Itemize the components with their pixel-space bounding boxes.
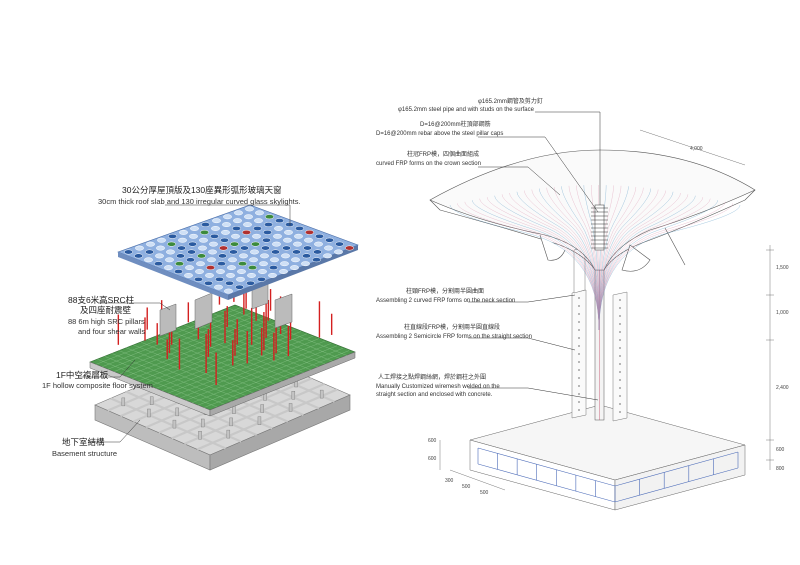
pipe-label-en: φ165.2mm steel pipe and with studs on th… — [398, 107, 534, 113]
left-leader-lines — [78, 204, 291, 443]
neck-label-en: Assembling 2 curved FRP forms on the nec… — [376, 298, 516, 304]
roof-label-zh: 30公分厚屋頂版及130座異形弧形玻璃天窗 — [122, 185, 282, 195]
dim-3: 2,400 — [776, 385, 789, 391]
dim-b5: 500 — [480, 490, 489, 496]
dim-4: 600 — [776, 447, 785, 453]
basement-label-en: Basement structure — [52, 449, 118, 458]
right-leader-lines — [468, 111, 601, 401]
pipe-label-zh: φ165.2mm鋼管及剪力釘 — [478, 99, 543, 105]
rebar-label-en: D=16@200mm rebar above the steel pillar … — [376, 131, 504, 137]
dim-b2: 600 — [428, 456, 437, 462]
roof-slab — [117, 204, 359, 300]
pillars-label-zh-2: 及四座耐震壁 — [80, 305, 132, 315]
straight-label-zh: 柱直線段FRP模，分割兩半圓直線段 — [404, 325, 501, 331]
floor-label-zh: 1F中空複層板 — [56, 370, 109, 380]
column-crown — [429, 149, 756, 272]
mesh-label-en-2: straight section and enclosed with concr… — [376, 392, 493, 398]
dimension-lines — [439, 129, 774, 491]
crown-label-zh: 柱冠FRP模，四個曲面組成 — [407, 152, 480, 158]
pillars-label-en-2: and four shear walls — [78, 327, 146, 336]
mesh-label-en-1: Manually Customized wiremesh welded on t… — [376, 384, 500, 390]
dim-1: 1,500 — [776, 265, 789, 271]
column-section-drawing — [429, 111, 774, 511]
dim-top: 4,000 — [690, 146, 703, 152]
roof-label-en: 30cm thick roof slab and 130 irregular c… — [98, 197, 301, 206]
straight-label-en: Assembling 2 Semicircle FRP forms on the… — [376, 334, 532, 340]
crown-label-en: curved FRP forms on the crown section — [376, 161, 481, 167]
dim-b4: 500 — [462, 484, 471, 490]
dim-b1: 600 — [428, 438, 437, 444]
dim-2: 1,000 — [776, 310, 789, 316]
floor-label-en: 1F hollow composite floor system — [42, 381, 153, 390]
exploded-axonometric — [78, 204, 359, 471]
dim-b3: 300 — [445, 478, 454, 484]
mesh-label-zh: 人工焊接之點焊鋼絲網，焊於鋼柱之外圍 — [378, 375, 487, 381]
foundation-block — [469, 404, 746, 511]
rebar-label-zh: D=16@200mm柱頂部鋼筋 — [420, 122, 491, 128]
pillars-label-en-1: 88 6m high SRC pillars — [68, 317, 145, 326]
rebar-fan — [449, 185, 741, 331]
steel-pipe-studs — [591, 204, 608, 251]
pillars-label-zh-1: 88支6米高SRC柱 — [68, 295, 135, 305]
dim-b6: 800 — [776, 466, 785, 472]
neck-label-zh: 柱頸FRP模，分割兩半圓曲面 — [406, 289, 485, 295]
basement-label-zh: 地下室結構 — [62, 437, 105, 447]
